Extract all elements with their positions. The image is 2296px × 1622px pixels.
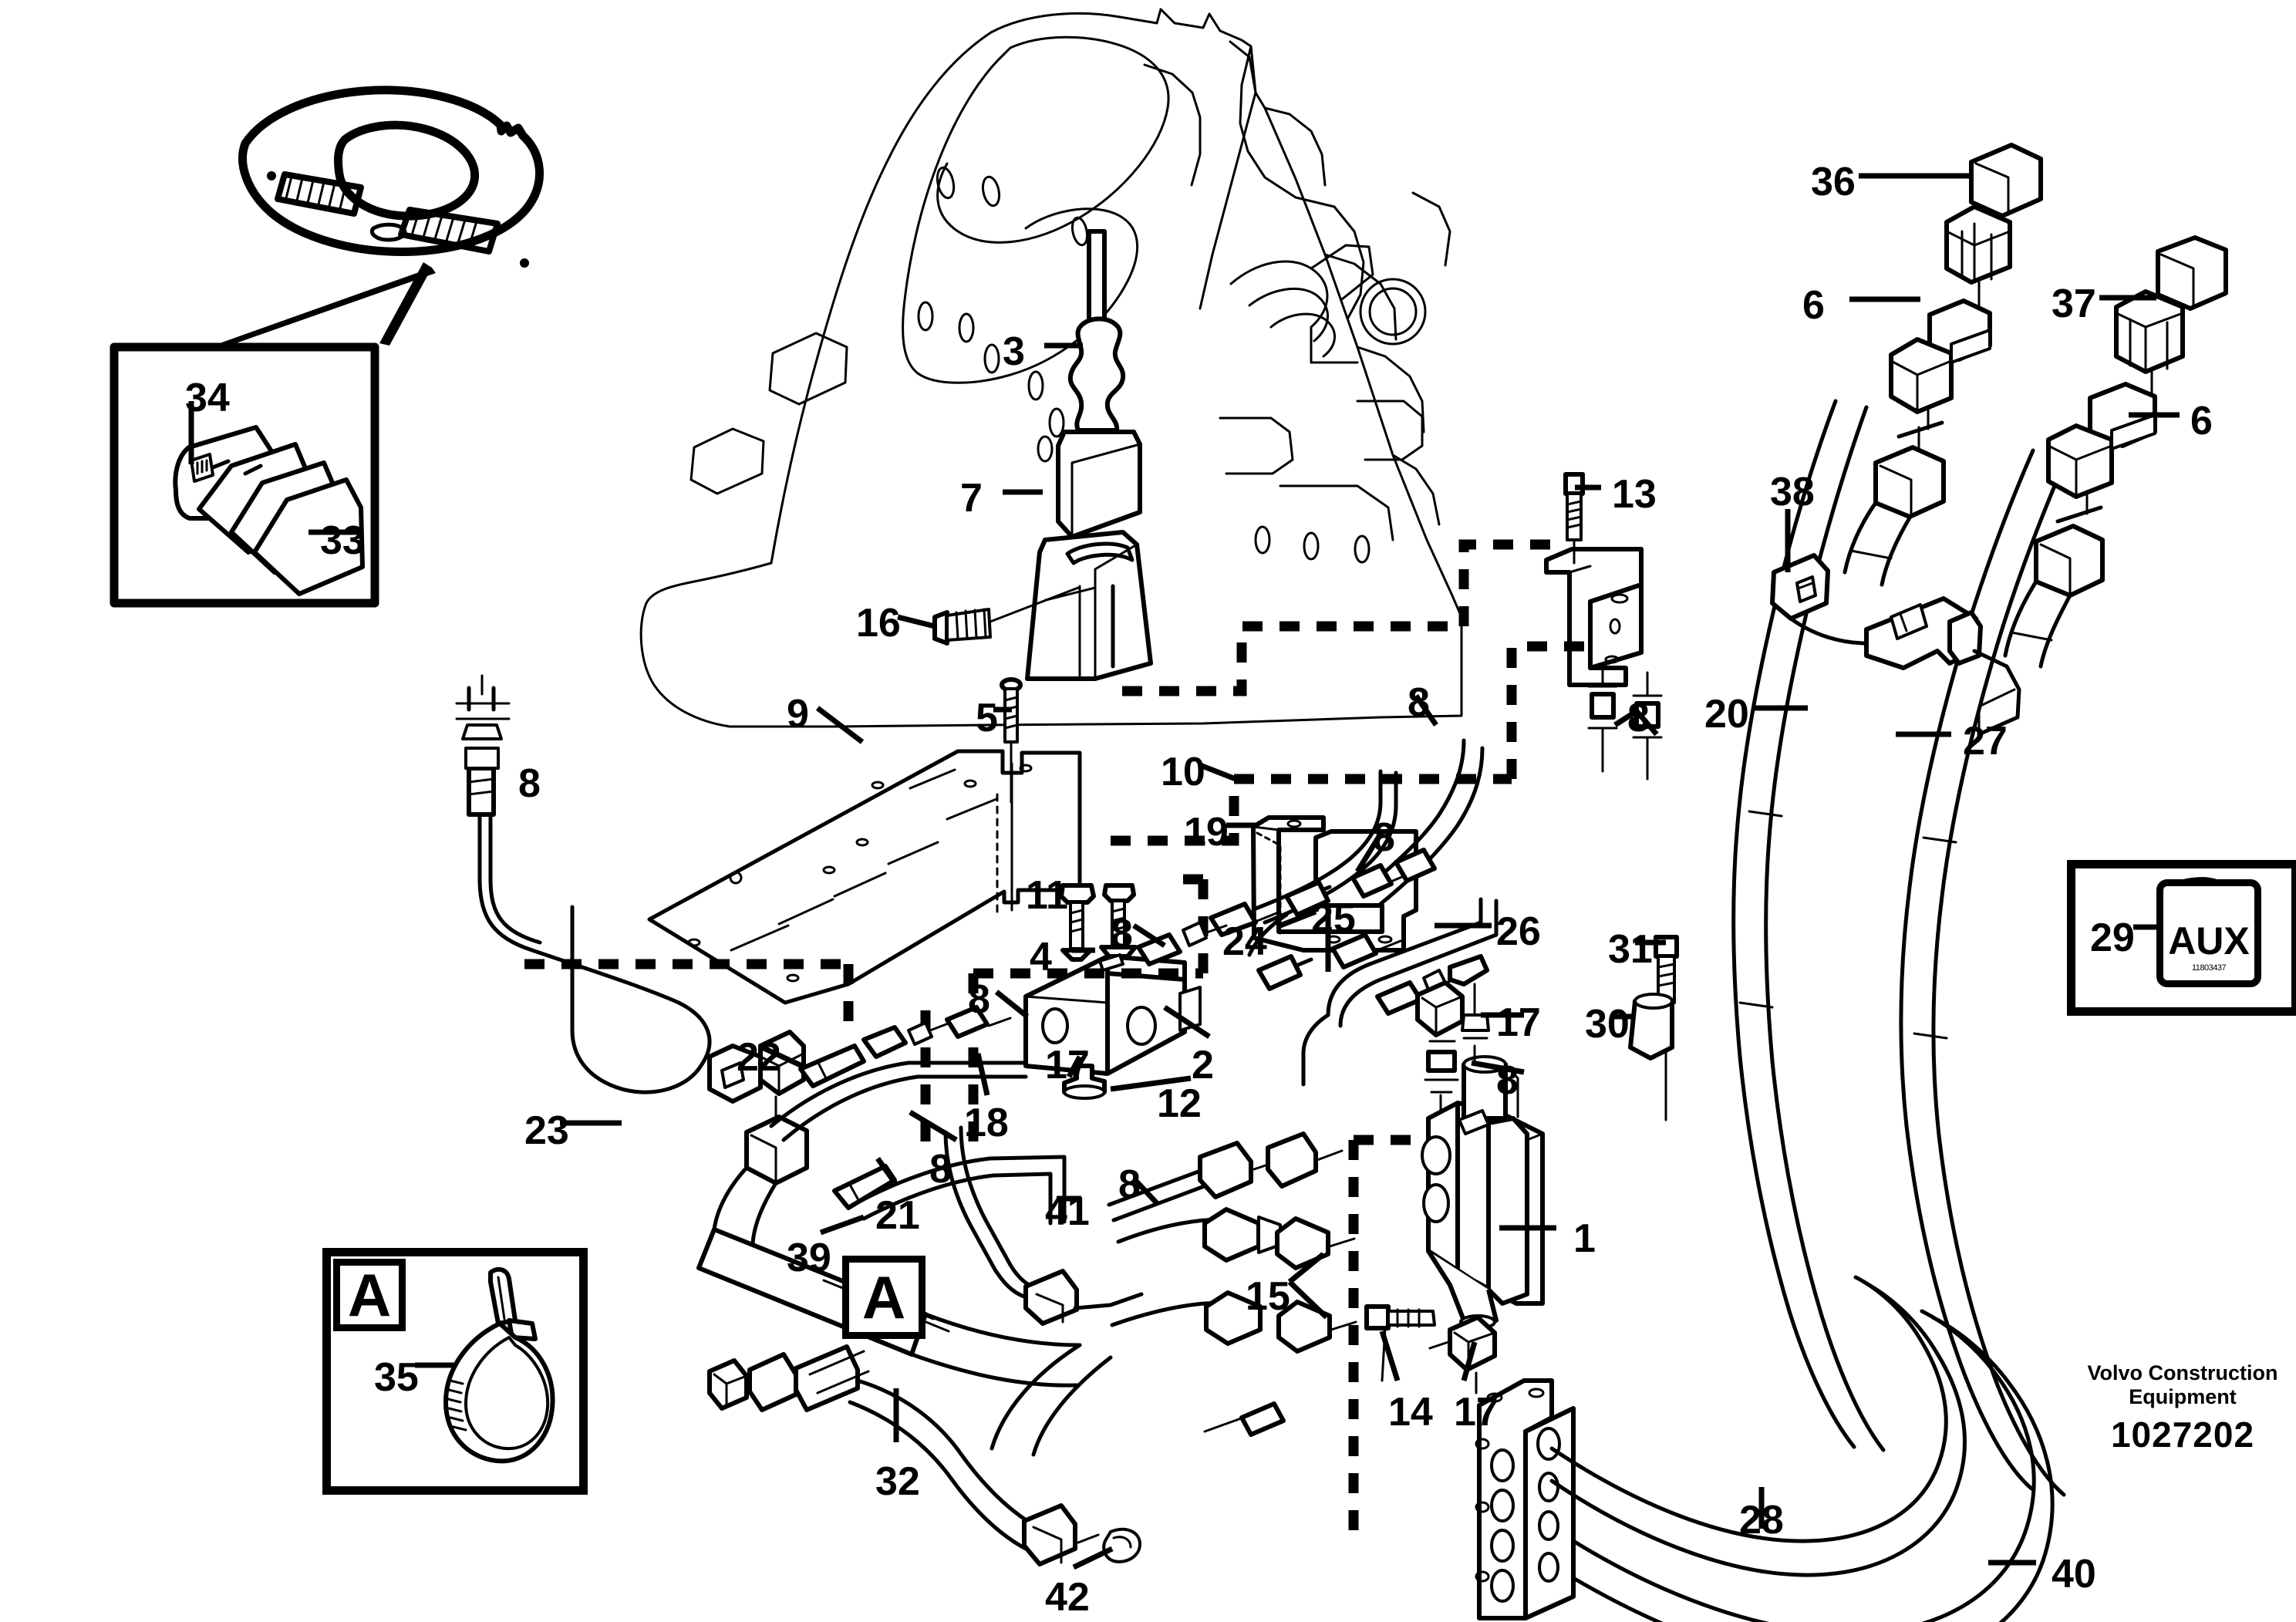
screw-16-art [932, 586, 1080, 646]
aux-decal-label: AUX [2168, 919, 2250, 963]
callout-8-fitting-g: 8 [1496, 1058, 1519, 1103]
callout-15-fitting: 15 [1246, 1274, 1290, 1319]
callout-42-clip: 42 [1045, 1575, 1090, 1620]
callout-37-quick-coupling: 37 [2052, 282, 2096, 326]
callout-17-elbow-c: 17 [1454, 1390, 1499, 1435]
aux-decal-detail-box [2067, 860, 2296, 1016]
callout-8-fitting-b: 8 [1627, 696, 1650, 740]
figure-number: 1027202 [2110, 1415, 2255, 1455]
joystick-art [1056, 229, 1142, 539]
callout-24-hose: 24 [1222, 919, 1267, 964]
callout-18-tube: 18 [964, 1101, 1009, 1145]
fitting-row-art [1247, 662, 1663, 991]
callout-36-quick-coupling: 36 [1811, 160, 1856, 204]
cab-console-outline [639, 8, 1463, 728]
adapter-6-upper-art [1843, 298, 1992, 587]
callout-14-screw: 14 [1388, 1390, 1433, 1435]
callout-13-bolt: 13 [1612, 472, 1657, 517]
callout-6-adapter-right: 6 [2190, 399, 2213, 443]
adapter-6-right-art [2003, 382, 2157, 669]
fitting-15-art [990, 980, 1497, 1457]
callout-27-hose-right: 27 [1963, 719, 2008, 764]
figure-branding: Volvo Construction Equipment 1027202 [2075, 1361, 2291, 1455]
callout-11-bolt: 11 [1026, 873, 1068, 918]
callout-8-fitting-i: 8 [1118, 1162, 1141, 1207]
switch-detail-box-art [110, 342, 379, 608]
callout-1-control-valve: 1 [1573, 1216, 1596, 1261]
spacer-30-bolt-31-art [1628, 935, 1679, 1121]
callout-8-fitting-f: 8 [968, 977, 990, 1022]
callout-23-tube: 23 [524, 1108, 569, 1153]
callout-8-fitting-d: 8 [518, 761, 541, 806]
callout-30-spacer: 30 [1585, 1002, 1630, 1047]
callout-29-aux-decal: 29 [2090, 916, 2135, 960]
hose-28-art [1549, 1275, 1967, 1577]
joystick-boot-art [1025, 530, 1153, 681]
callout-4-screw: 4 [1030, 935, 1052, 980]
section-marker-a-main: A [842, 1256, 925, 1339]
coupling-37-art [2114, 235, 2228, 398]
brand-line-1: Volvo Construction [2087, 1361, 2278, 1384]
tube-21-18-art [769, 1005, 1067, 1226]
callout-20-hose-left: 20 [1704, 692, 1749, 737]
hose-40-art [1571, 1309, 2055, 1622]
callout-6-adapter-upper: 6 [1802, 283, 1825, 328]
callout-28-hose: 28 [1739, 1498, 1784, 1543]
coupling-36-art [1944, 143, 2043, 316]
callout-19-bracket: 19 [1184, 810, 1229, 855]
aux-decal-code: 11803437 [2191, 963, 2227, 973]
callout-3-joystick: 3 [1003, 329, 1025, 374]
callout-8-fitting-a: 8 [1408, 680, 1430, 725]
callout-12-switch: 12 [1157, 1081, 1202, 1126]
callout-31-bolt: 31 [1608, 927, 1653, 972]
aux-decal: AUX 11803437 [2156, 879, 2261, 987]
callout-34-switch-cover: 34 [185, 376, 230, 420]
callout-21-tube: 21 [875, 1193, 920, 1238]
callout-8-fitting-h: 8 [929, 1147, 952, 1192]
callout-9-floor-plate: 9 [787, 692, 809, 737]
callout-17-elbow-b: 17 [1045, 1043, 1090, 1088]
section-marker-a-detail: A [333, 1259, 406, 1331]
callout-32-hose: 32 [875, 1459, 920, 1504]
valve-block-2-art [1023, 953, 1202, 1100]
callout-7-boot-cover: 7 [960, 476, 983, 521]
callout-39-hose: 39 [787, 1236, 831, 1280]
tube-41-art [943, 1125, 1344, 1326]
callout-40-hose: 40 [2052, 1552, 2096, 1597]
callout-2-valve-block: 2 [1192, 1043, 1214, 1088]
tube-23-art [455, 674, 712, 1094]
control-valve-1-art [1421, 1055, 1545, 1330]
manifold-block-art [1475, 1378, 1576, 1620]
callout-5-screw: 5 [976, 696, 998, 740]
callout-16-screw: 16 [856, 601, 901, 646]
bolt-5-art [1000, 677, 1023, 804]
callout-38-hose-clamp: 38 [1770, 470, 1815, 514]
callout-41-tube: 41 [1045, 1189, 1090, 1234]
callout-25-hose: 25 [1311, 896, 1356, 941]
cable-tie-35-art [443, 1266, 555, 1464]
callout-17-elbow-a: 17 [1496, 1000, 1541, 1045]
callout-33-switch: 33 [320, 518, 365, 563]
switch-panel-art [217, 86, 544, 349]
callout-22-elbow: 22 [737, 1035, 781, 1080]
cable-tie-detail-box [322, 1248, 588, 1495]
clamp-38-art [1770, 553, 2021, 737]
callout-10-nut: 10 [1161, 750, 1205, 794]
hose-32-art [707, 1344, 1141, 1566]
callout-35-cable-tie: 35 [374, 1355, 419, 1400]
brand-line-2: Equipment [2129, 1385, 2237, 1409]
callout-26-hose: 26 [1496, 909, 1541, 954]
callout-8-fitting-e: 8 [1111, 912, 1133, 956]
callout-8-fitting-c: 8 [1373, 815, 1395, 860]
